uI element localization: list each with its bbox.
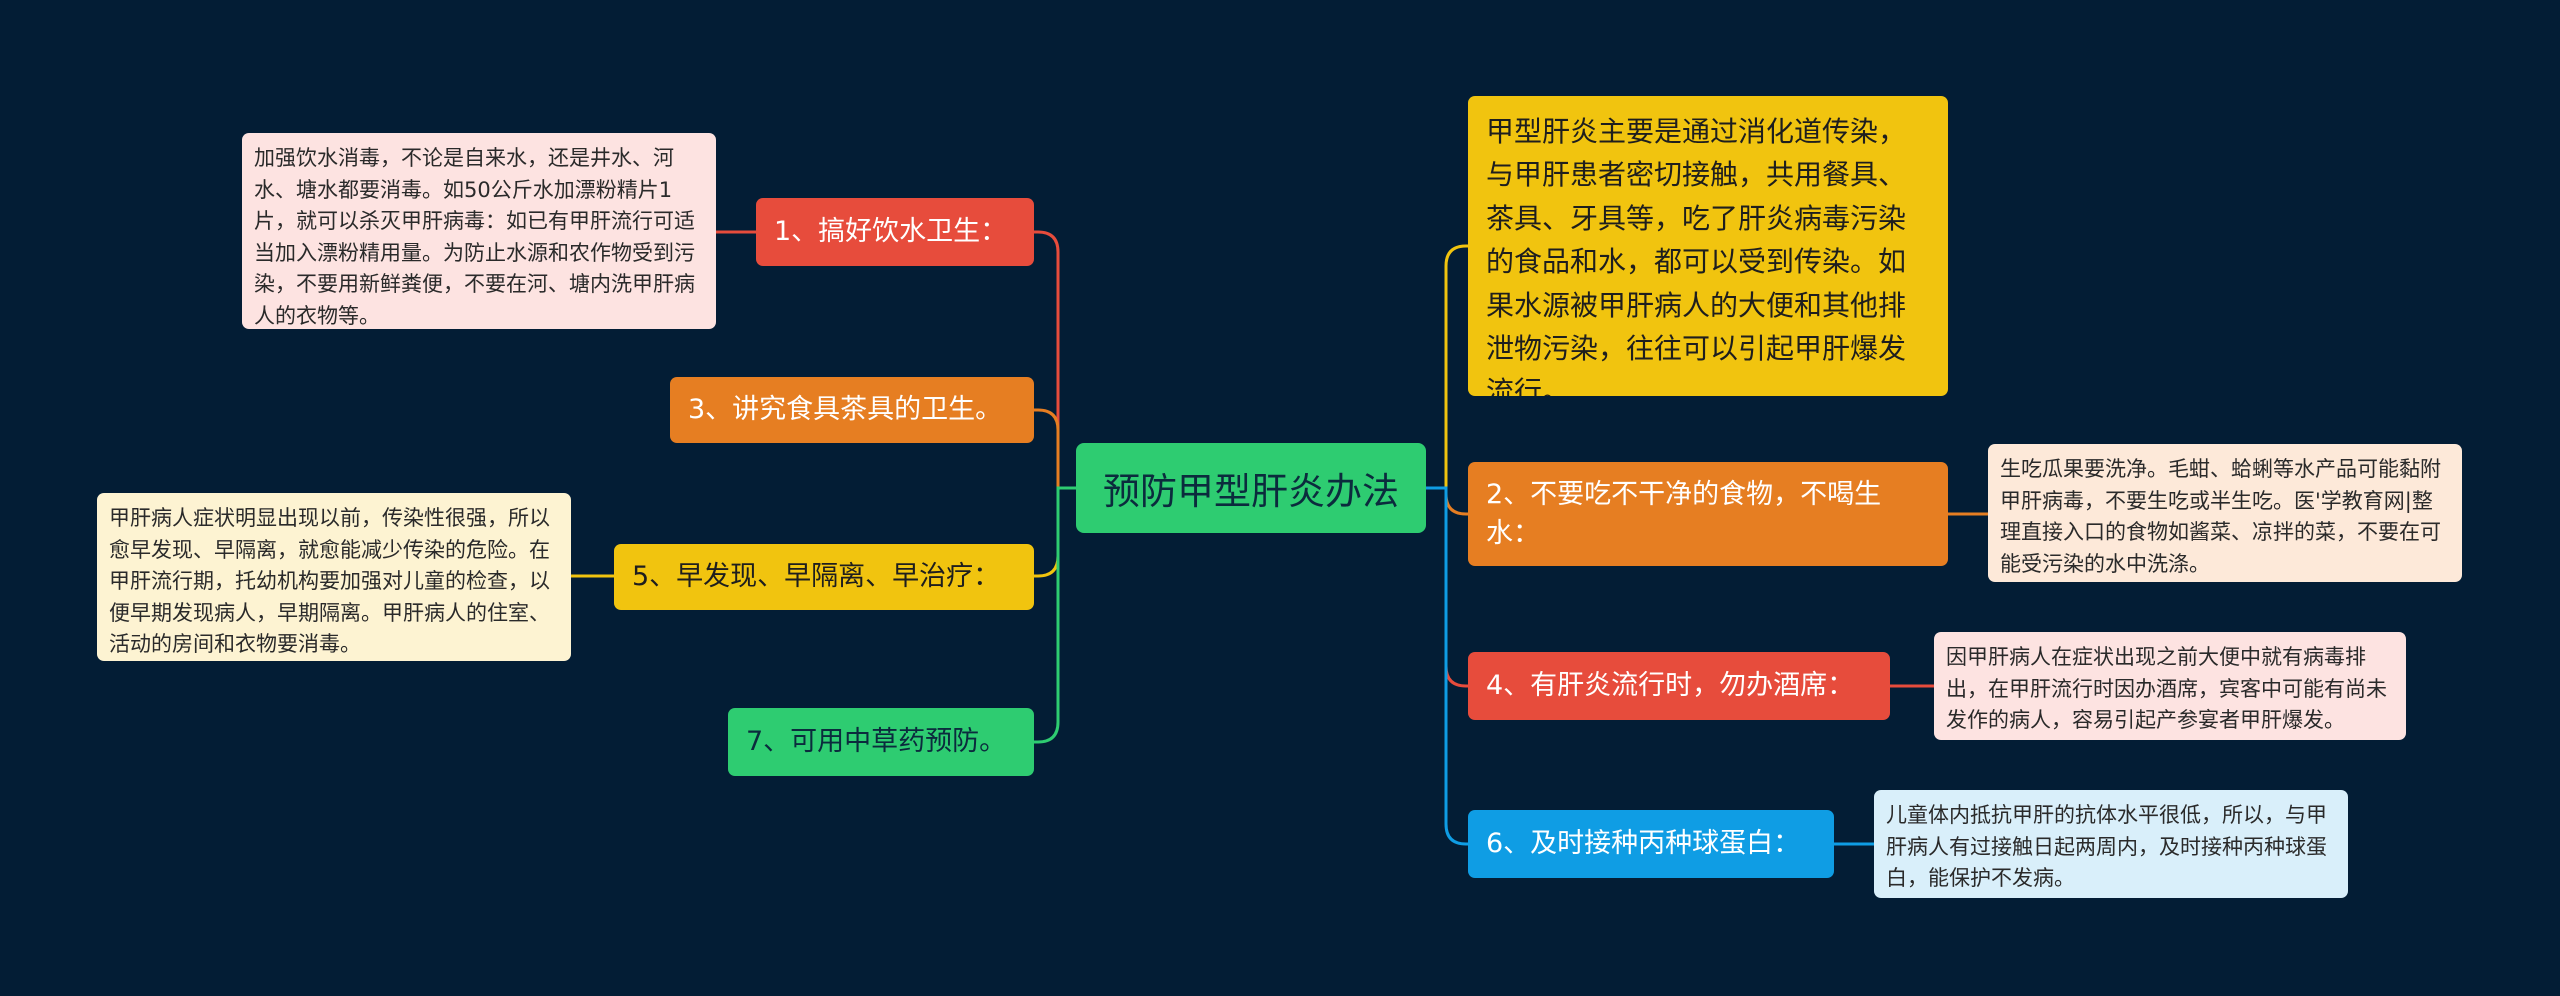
branch-6[interactable]: 6、及时接种丙种球蛋白： (1468, 810, 1834, 878)
branch-2-label: 2、不要吃不干净的食物，不喝生水： (1486, 478, 1882, 549)
branch-4-label: 4、有肝炎流行时，勿办酒席： (1486, 670, 1855, 702)
note-b2-text: 生吃瓜果要洗净。毛蚶、蛤蜊等水产品可能黏附甲肝病毒，不要生吃或半生吃。医'学教育… (2000, 457, 2441, 576)
center-topic-label: 预防甲型肝炎办法 (1103, 470, 1399, 513)
center-topic[interactable]: 预防甲型肝炎办法 (1076, 443, 1426, 533)
note-b5[interactable]: 甲肝病人症状明显出现以前，传染性很强，所以愈早发现、早隔离，就愈能减少传染的危险… (97, 493, 571, 661)
note-b1[interactable]: 加强饮水消毒，不论是自来水，还是井水、河水、塘水都要消毒。如50公斤水加漂粉精片… (242, 133, 716, 329)
intro-node[interactable]: 甲型肝炎主要是通过消化道传染，与甲肝患者密切接触，共用餐具、茶具、牙具等，吃了肝… (1468, 96, 1948, 396)
edge-center-b3 (1034, 408, 1076, 490)
edge-center-intro (1426, 244, 1468, 490)
branch-1-label: 1、搞好饮水卫生： (774, 216, 1008, 248)
branch-3[interactable]: 3、讲究食具茶具的卫生。 (670, 377, 1034, 443)
edge-center-b1 (1034, 230, 1076, 490)
note-b4[interactable]: 因甲肝病人在症状出现之前大便中就有病毒排出，在甲肝流行时因办酒席，宾客中可能有尚… (1934, 632, 2406, 740)
branch-2[interactable]: 2、不要吃不干净的食物，不喝生水： (1468, 462, 1948, 566)
branch-3-label: 3、讲究食具茶具的卫生。 (688, 394, 1003, 426)
edge-center-b7 (1034, 486, 1076, 744)
branch-1[interactable]: 1、搞好饮水卫生： (756, 198, 1034, 266)
note-b6[interactable]: 儿童体内抵抗甲肝的抗体水平很低，所以，与甲肝病人有过接触日起两周内，及时接种丙种… (1874, 790, 2348, 898)
note-b4-text: 因甲肝病人在症状出现之前大便中就有病毒排出，在甲肝流行时因办酒席，宾客中可能有尚… (1946, 645, 2387, 732)
note-b2[interactable]: 生吃瓜果要洗净。毛蚶、蛤蜊等水产品可能黏附甲肝病毒，不要生吃或半生吃。医'学教育… (1988, 444, 2462, 582)
note-b6-text: 儿童体内抵抗甲肝的抗体水平很低，所以，与甲肝病人有过接触日起两周内，及时接种丙种… (1886, 803, 2327, 890)
branch-5[interactable]: 5、早发现、早隔离、早治疗： (614, 544, 1034, 610)
edge-center-b6 (1426, 486, 1468, 846)
note-b5-text: 甲肝病人症状明显出现以前，传染性很强，所以愈早发现、早隔离，就愈能减少传染的危险… (109, 506, 550, 656)
intro-text: 甲型肝炎主要是通过消化道传染，与甲肝患者密切接触，共用餐具、茶具、牙具等，吃了肝… (1486, 115, 1907, 396)
branch-7-label: 7、可用中草药预防。 (746, 726, 1007, 758)
branch-7[interactable]: 7、可用中草药预防。 (728, 708, 1034, 776)
branch-5-label: 5、早发现、早隔离、早治疗： (632, 561, 1001, 593)
edge-center-b5 (1034, 486, 1076, 578)
note-b1-text: 加强饮水消毒，不论是自来水，还是井水、河水、塘水都要消毒。如50公斤水加漂粉精片… (254, 146, 695, 328)
branch-4[interactable]: 4、有肝炎流行时，勿办酒席： (1468, 652, 1890, 720)
branch-6-label: 6、及时接种丙种球蛋白： (1486, 828, 1801, 860)
